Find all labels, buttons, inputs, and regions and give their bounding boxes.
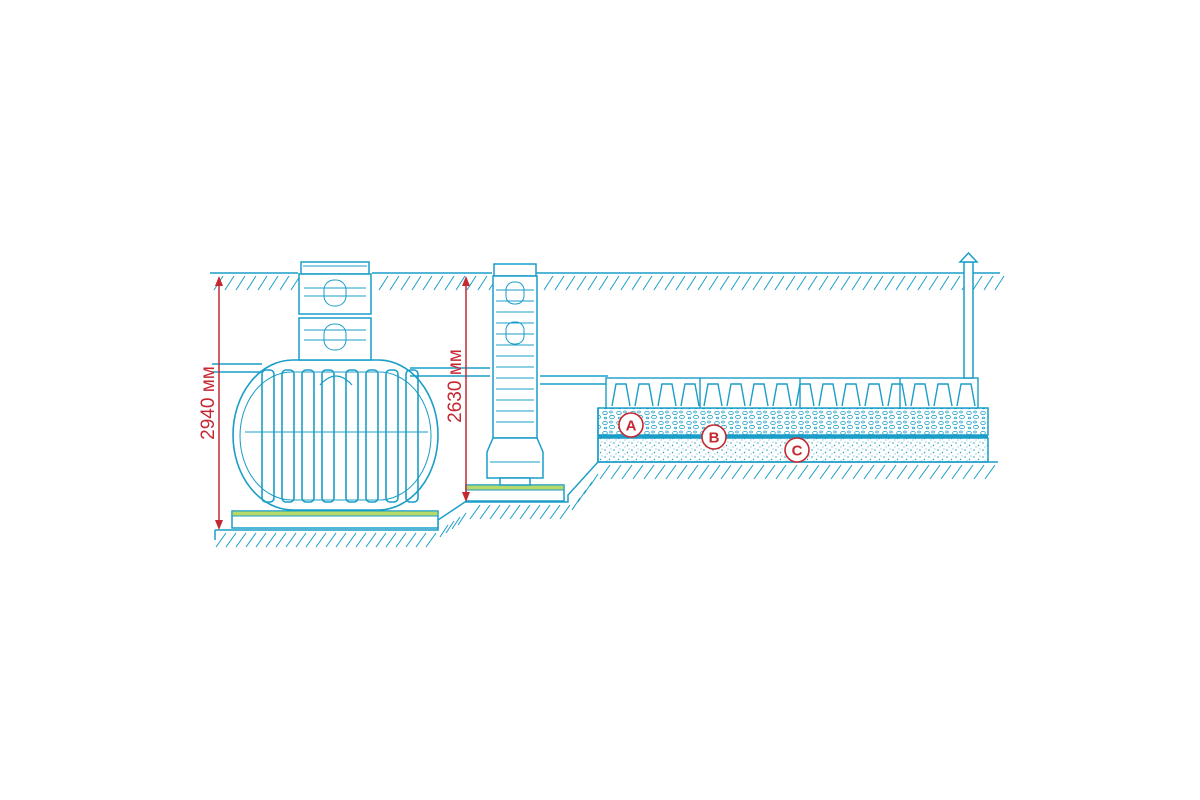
vent-pipe xyxy=(958,251,979,379)
well-base-pad xyxy=(465,484,565,502)
dimension-well: 2630 мм xyxy=(445,276,470,502)
tank-riser xyxy=(298,261,372,361)
layer-marker-a-label: A xyxy=(626,418,637,435)
layer-marker-a: A xyxy=(618,412,644,438)
pipes xyxy=(212,363,608,385)
septic-tank xyxy=(232,359,439,511)
dimension-label-tank: 2940 мм xyxy=(198,366,219,440)
layer-marker-c: C xyxy=(784,437,810,463)
layer-marker-b-label: B xyxy=(709,430,720,447)
layer-marker-c-label: C xyxy=(792,443,803,460)
layer-gravel-a xyxy=(597,407,989,436)
layer-marker-b: B xyxy=(701,424,727,450)
dimension-tank: 2940 мм xyxy=(198,276,223,530)
excavation-hatching xyxy=(215,464,996,548)
infiltrator-tunnels xyxy=(605,377,979,409)
distribution-well xyxy=(486,263,544,486)
tank-base-pad xyxy=(231,510,439,529)
dimension-label-well: 2630 мм xyxy=(445,349,466,423)
tank-ribs xyxy=(261,369,419,503)
layer-separator-b xyxy=(598,435,988,438)
